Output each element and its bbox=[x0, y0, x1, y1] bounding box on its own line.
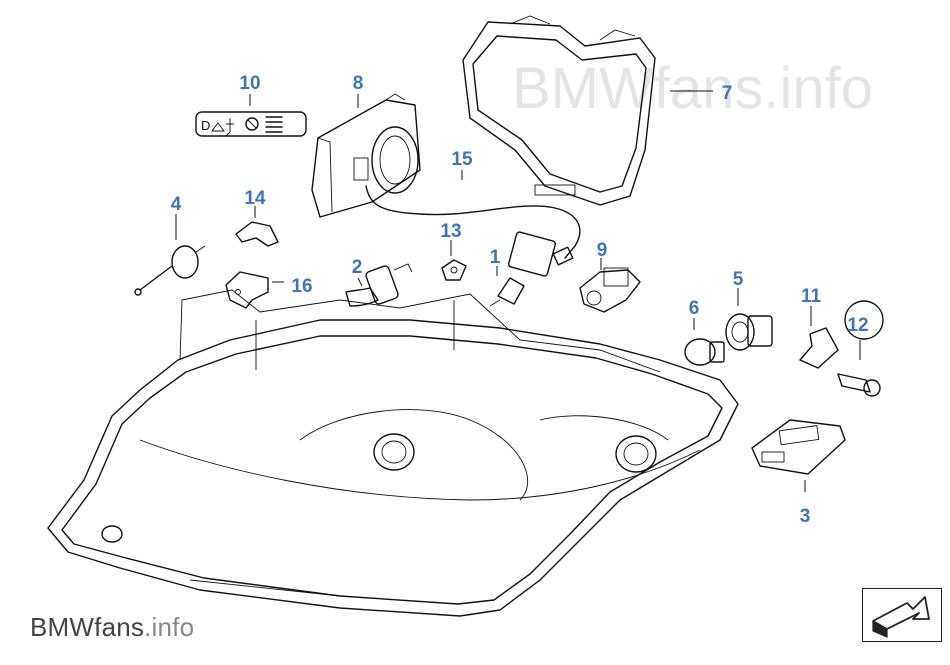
label-d-text: D bbox=[201, 118, 210, 133]
part-2-bulb bbox=[345, 263, 413, 307]
callout-10: 10 bbox=[239, 73, 260, 94]
callout-6: 6 bbox=[689, 298, 700, 319]
callout-1: 1 bbox=[490, 247, 501, 268]
callout-11: 11 bbox=[801, 286, 822, 307]
prohibited-circle-icon bbox=[245, 117, 259, 131]
part-5-bulb-holder bbox=[725, 313, 773, 351]
part-10-warning-label: D bbox=[195, 111, 307, 137]
part-13-grommet bbox=[441, 259, 467, 281]
footer-brand-main: BMWfans bbox=[30, 612, 145, 642]
watermark-text: BMWfans.info bbox=[512, 56, 873, 121]
person-icon bbox=[225, 118, 234, 137]
arrow-return-icon bbox=[872, 596, 930, 638]
low-beam-icon bbox=[265, 116, 283, 133]
callout-8: 8 bbox=[353, 73, 364, 94]
part-12-screw bbox=[837, 300, 884, 397]
part-3-ballast bbox=[751, 419, 846, 475]
part-7-cover-seal bbox=[462, 15, 656, 206]
callout-4: 4 bbox=[171, 194, 182, 215]
footer-brand-suffix: .info bbox=[144, 612, 195, 642]
warning-triangle-icon bbox=[211, 122, 225, 132]
callout-13: 13 bbox=[440, 221, 461, 242]
callout-2: 2 bbox=[352, 257, 363, 278]
part-11-clip bbox=[799, 327, 839, 369]
footer-brand: BMWfans.info bbox=[30, 612, 194, 643]
callout-14: 14 bbox=[244, 188, 266, 209]
headlight-assembly bbox=[47, 289, 739, 617]
callout-3: 3 bbox=[800, 506, 811, 527]
part-9-socket bbox=[579, 267, 641, 313]
part-6-bulb bbox=[684, 338, 725, 366]
callout-5: 5 bbox=[733, 269, 744, 290]
callout-15: 15 bbox=[451, 149, 473, 170]
part-14-clip bbox=[235, 221, 279, 247]
part-1-xenon-bulb bbox=[489, 231, 557, 307]
callout-9: 9 bbox=[597, 240, 608, 261]
part-8-control-unit bbox=[311, 93, 421, 218]
callout-12: 12 bbox=[847, 315, 868, 336]
callout-7: 7 bbox=[722, 83, 733, 104]
part-15-cable bbox=[365, 185, 581, 259]
return-arrow-button[interactable] bbox=[862, 588, 942, 642]
part-4-adjuster bbox=[134, 245, 206, 296]
callout-16: 16 bbox=[291, 276, 312, 297]
